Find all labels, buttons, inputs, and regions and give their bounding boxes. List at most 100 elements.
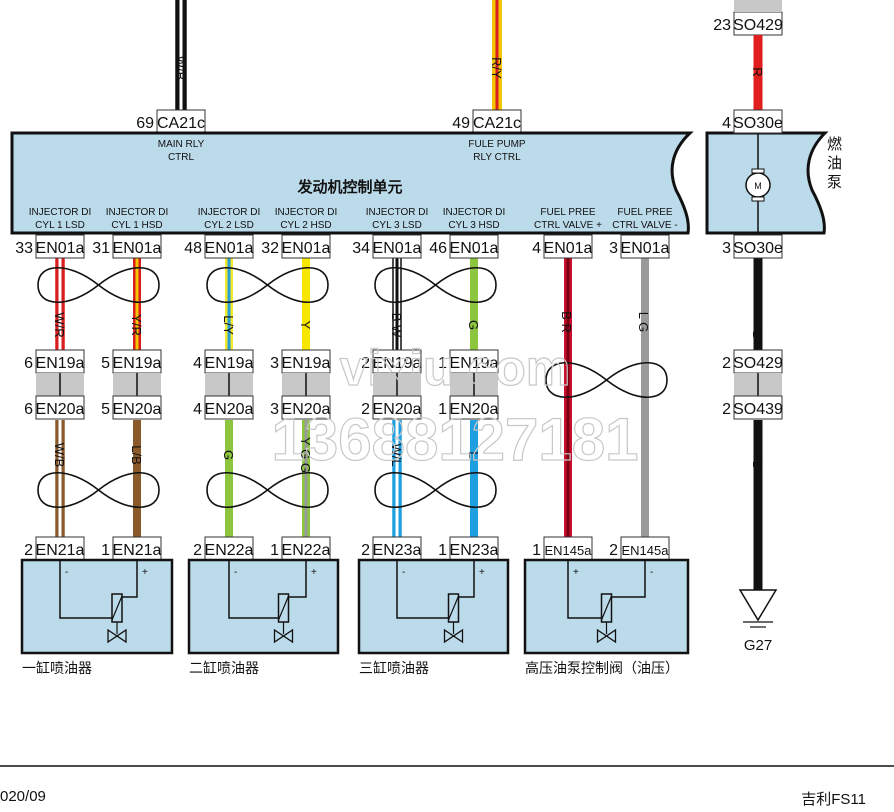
component-label: 高压油泵控制阀（油压） — [525, 660, 679, 676]
connector-ecu-5-label: EN01a — [450, 240, 499, 257]
connector-end-6-pin: 1 — [532, 542, 541, 559]
ground-label: G27 — [744, 637, 772, 654]
connector-end-3-label: EN22a — [282, 542, 331, 559]
fuel-pump-label: 燃油泵 — [825, 136, 843, 193]
wire-pump-ground — [753, 258, 763, 350]
twisted-pair-icon — [374, 266, 497, 304]
connector-inline-lower-2-label: EN20a — [205, 401, 254, 418]
wire-lower-1 — [133, 420, 141, 537]
twisted-pair-icon — [206, 266, 329, 304]
ecu-pin-label: FUEL PREE — [617, 207, 673, 218]
connector-inline-upper-2-pin: 4 — [193, 355, 202, 372]
component-wire — [610, 560, 646, 598]
connector-ecu-4-box — [372, 234, 422, 259]
connector-splice-lower-label: SO439 — [733, 401, 783, 418]
valve-icon — [107, 628, 127, 644]
connector-inline-lower-2-pin: 4 — [193, 401, 202, 418]
connector-inline-lower-3-pin: 3 — [270, 401, 279, 418]
splice-body — [734, 0, 782, 12]
connector-inline-lower-4-label: EN20a — [373, 401, 422, 418]
wire-upper-label-4: B W — [389, 313, 404, 338]
connector-inline-upper-0-pin: 6 — [24, 355, 33, 372]
wire-upper-label-2: L/Y — [221, 315, 236, 335]
wire-upper-label-0: W/R — [52, 312, 67, 337]
ecu-pin-label: INJECTOR DI — [198, 207, 261, 218]
ecu-pin-label: FUEL PREE — [540, 207, 596, 218]
motor-brush — [751, 196, 765, 202]
twisted-pair-icon — [37, 471, 160, 509]
connector-inline-lower-3-label: EN20a — [282, 401, 331, 418]
component-1 — [187, 558, 340, 655]
wire-upper-4-stripe — [395, 258, 399, 350]
footer-date: 020/09 — [0, 788, 46, 805]
connector-splice-upper-label: SO429 — [733, 355, 783, 372]
ecu-pin-label: CYL 1 HSD — [111, 220, 162, 231]
connector-end-1-label: EN21a — [113, 542, 162, 559]
ecu-pin-label: CYL 3 HSD — [448, 220, 499, 231]
connector-inline-lower-1-pin: 5 — [101, 401, 110, 418]
wire-lower-label-5: L — [466, 451, 481, 458]
connector-ecu-2-label: EN01a — [205, 240, 254, 257]
ecu-pin-label: INJECTOR DI — [29, 207, 92, 218]
component-wire — [287, 560, 307, 598]
connector-splice-upper-pin: 2 — [722, 355, 731, 372]
connector-end-2-label: EN22a — [205, 542, 254, 559]
connector-inline-upper-0-label: EN19a — [36, 355, 85, 372]
connector-end-6-label: EN145a — [545, 543, 593, 558]
connector-inline-upper-3-label: EN19a — [282, 355, 331, 372]
wire-lower-5 — [470, 420, 478, 537]
wire-top-label-1: R/Y — [489, 57, 504, 79]
connector-inline-lower-0-pin: 6 — [24, 401, 33, 418]
twisted-pair-icon — [374, 471, 497, 509]
connector-inline-upper-1-pin: 5 — [101, 355, 110, 372]
valve-icon — [273, 628, 294, 644]
wire-top-1-stripe — [495, 0, 499, 110]
connector-top-1-label: CA21c — [473, 115, 521, 132]
connector-inline-lower-3-box — [281, 395, 331, 420]
connector-inline-upper-3-pin: 3 — [270, 355, 279, 372]
connector-ecu-0-label: EN01a — [36, 240, 85, 257]
connector-inline-lower-0-label: EN20a — [36, 401, 85, 418]
wire-lower-3-stripe — [304, 420, 308, 537]
connector-inline-upper-2-label: EN19a — [205, 355, 254, 372]
solenoid-icon — [447, 595, 460, 621]
wire-top-0-stripe — [179, 0, 183, 110]
connector-pump-out-box — [733, 234, 783, 259]
component-pin-sign: - — [402, 567, 405, 578]
connector-inline-lower-5-box — [449, 395, 499, 420]
wire-lower-4-stripe — [395, 420, 399, 537]
connector-pump-top-splice-pin: 23 — [713, 17, 731, 34]
connector-ecu-2-pin: 48 — [184, 240, 202, 257]
twisted-pair-icon — [206, 471, 329, 509]
component-wire — [59, 560, 113, 619]
wire-lower-0-stripe — [58, 420, 62, 537]
connector-inline-lower-0-box — [35, 395, 85, 420]
component-pin-sign: + — [479, 567, 485, 578]
connector-top-1-pin: 49 — [452, 115, 470, 132]
connector-end-0-pin: 2 — [24, 542, 33, 559]
connector-ecu-7-box — [620, 234, 670, 259]
connector-ecu-7-label: EN01a — [621, 240, 670, 257]
watermark-phone: 13688127181 — [271, 406, 638, 473]
wire-to-ground-label: B — [750, 461, 765, 470]
ecu-pin-label: INJECTOR DI — [366, 207, 429, 218]
connector-inline-lower-2-box — [204, 395, 254, 420]
ecu-top-pin-label: CTRL — [168, 152, 195, 163]
connector-ecu-3-box — [281, 234, 331, 259]
connector-inline-lower-4-pin: 2 — [361, 401, 370, 418]
connector-end-5-label: EN23a — [450, 542, 499, 559]
twisted-pair-icon — [545, 361, 668, 399]
connector-pump-in-box — [733, 109, 783, 134]
component-pin-sign: - — [650, 567, 653, 578]
wire-upper-2-stripe — [227, 258, 231, 350]
connector-splice-lower-pin: 2 — [722, 401, 731, 418]
ecu-module — [10, 131, 694, 235]
connector-ecu-4-pin: 34 — [352, 240, 370, 257]
component-label: 二缸喷油器 — [189, 660, 259, 676]
connector-inline-upper-5-pin: 1 — [438, 355, 447, 372]
ecu-pin-label: CTRL VALVE - — [612, 220, 677, 231]
wire-label-6: B R — [559, 311, 574, 333]
valve-icon — [443, 628, 464, 644]
connector-inline-lower-1-box — [112, 395, 162, 420]
